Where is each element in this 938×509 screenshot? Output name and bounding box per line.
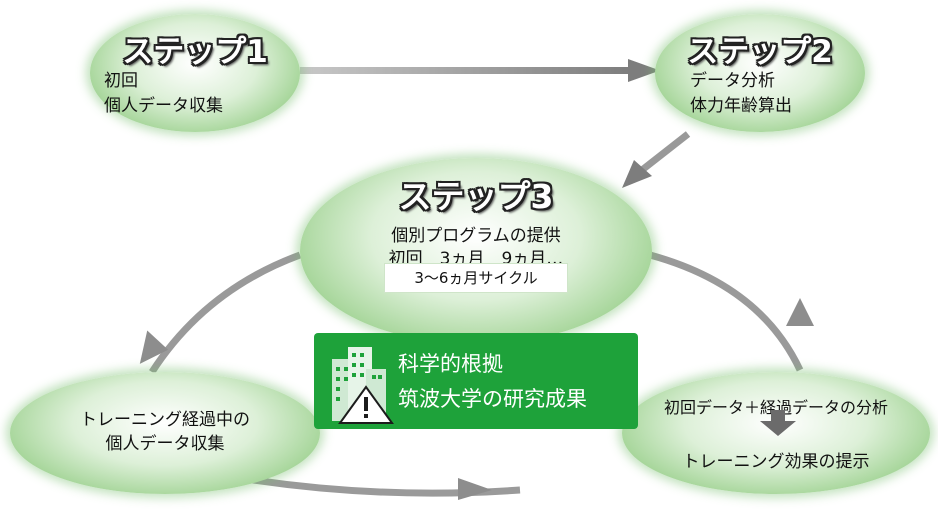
arrow-step2-to-step3 [622, 131, 691, 188]
analysis-line-1: 初回データ＋経過データの分析 [663, 398, 888, 417]
building-warning-icon [332, 347, 394, 424]
research-line-1: 科学的根拠 [398, 352, 503, 376]
collect-line-2: 個人データ収集 [105, 434, 225, 454]
research-line-2: 筑波大学の研究成果 [398, 387, 587, 411]
step3-title: ステップ3 [398, 177, 554, 216]
cycle-badge: 3～6ヵ月サイクル [384, 263, 568, 293]
step2-line-2: 体力年齢算出 [690, 96, 792, 116]
arrow-collect-to-analysis [239, 474, 521, 500]
step1-line-1: 初回 [104, 71, 138, 91]
arrow-step1-to-step2 [300, 59, 660, 82]
analysis-node: 初回データ＋経過データの分析 トレーニング効果の提示 [622, 372, 930, 494]
down-arrow-icon [760, 410, 796, 436]
research-evidence-box: 科学的根拠 筑波大学の研究成果 [314, 333, 638, 429]
collect-line-1: トレーニング経過中の [80, 410, 250, 430]
arrow-analysis-to-step3 [649, 251, 814, 372]
step1-line-2: 個人データ収集 [104, 96, 223, 116]
step3-line-1: 個別プログラムの提供 [391, 226, 561, 246]
step2-title: ステップ2 [687, 34, 833, 70]
step3-node: ステップ3 個別プログラムの提供 初回 3ヵ月 9ヵ月… 3～6ヵ月サイクル [300, 158, 652, 344]
step1-title: ステップ1 [122, 34, 268, 70]
arrow-step3-to-collect [139, 251, 302, 374]
analysis-line-2: トレーニング効果の提示 [682, 452, 870, 472]
step2-node: ステップ2 データ分析 体力年齢算出 [655, 14, 865, 132]
step2-line-1: データ分析 [690, 71, 775, 91]
collect-node: トレーニング経過中の 個人データ収集 [10, 372, 320, 494]
step1-node: ステップ1 初回 個人データ収集 [90, 14, 300, 132]
